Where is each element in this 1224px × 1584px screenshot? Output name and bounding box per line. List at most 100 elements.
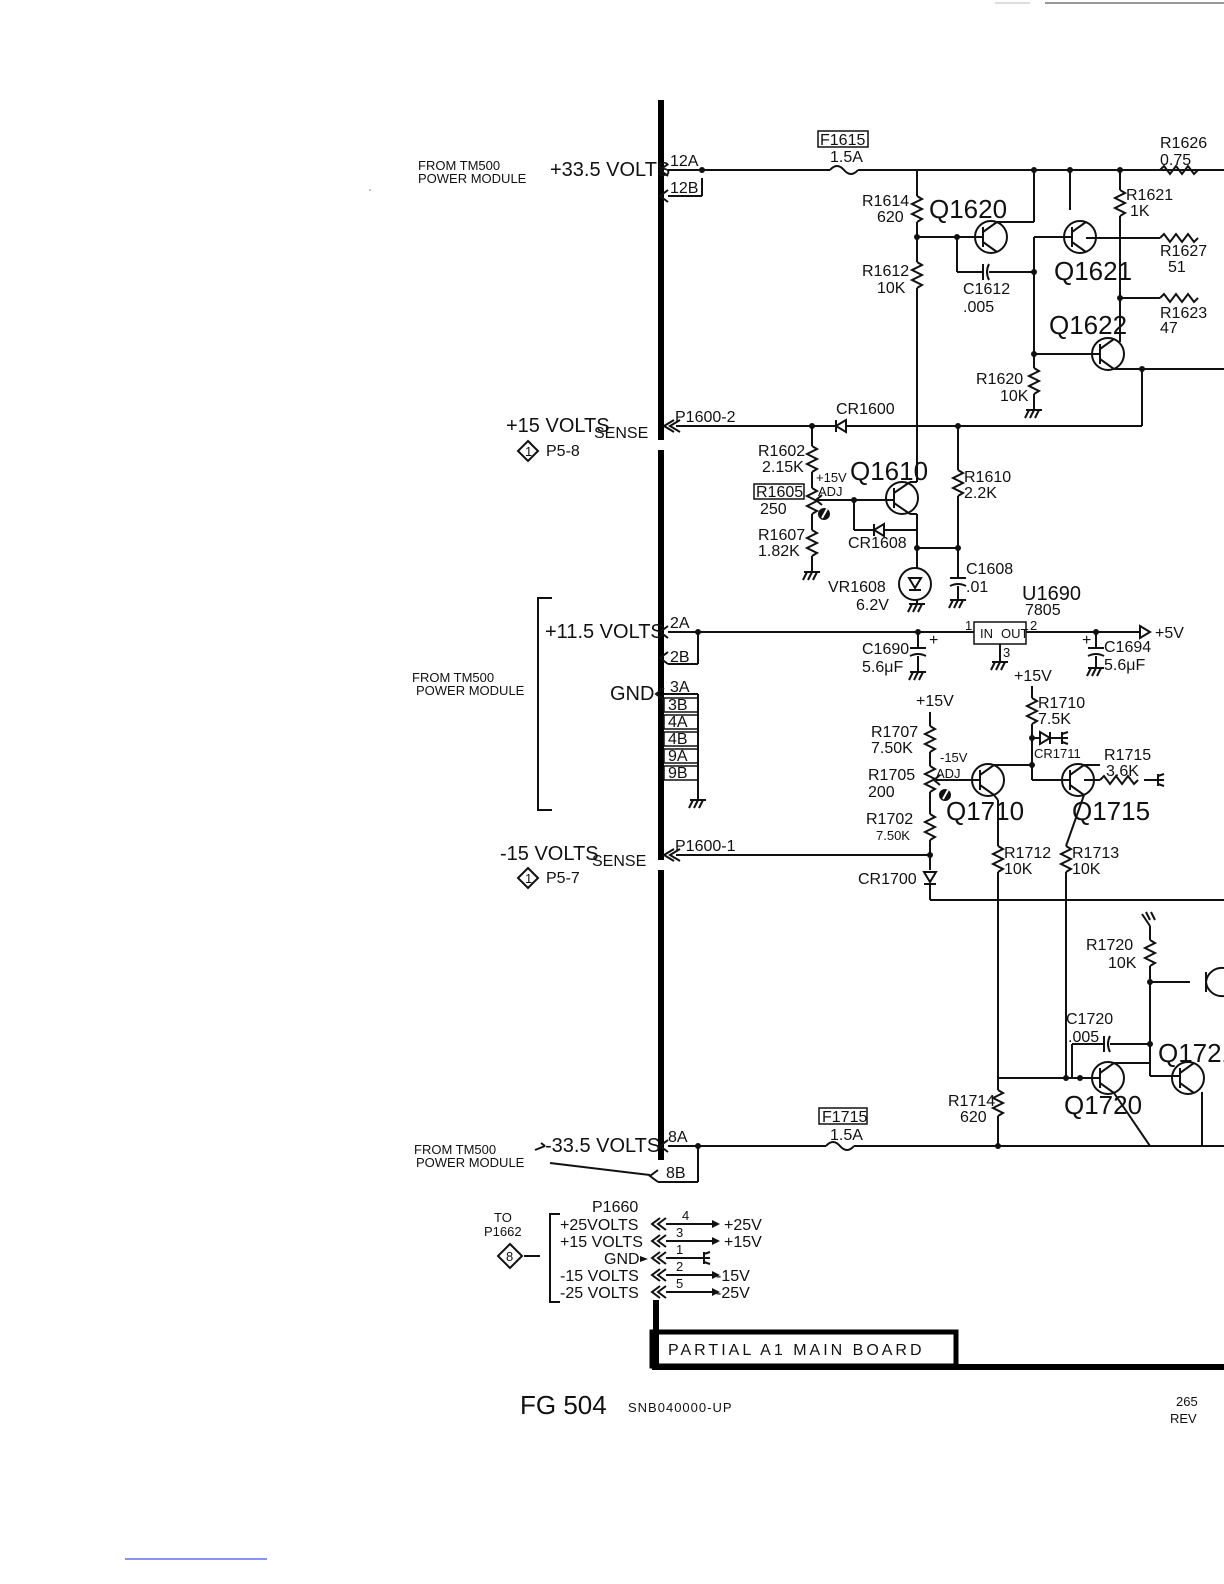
R1614-ref: R1614 [862,193,909,210]
R1627-ref: R1627 [1160,243,1207,260]
C1690-value: 5.6μF [862,659,903,676]
R1707-ref: R1707 [871,724,918,741]
resistor-R1714: R1714 620 [948,1089,1006,1149]
plus33-input: FROM TM500 POWER MODULE +33.5 VOLTS 12A … [418,153,830,203]
Q1710-ref: Q1710 [946,796,1024,826]
R1710-value: 7.5K [1038,711,1071,728]
svg-text:+: + [1082,632,1091,649]
adj-minus15-label-1: -15V [940,750,968,765]
R1714-value: 620 [960,1109,987,1126]
board-label: PARTIAL A1 MAIN BOARD [668,1342,925,1359]
R1626-value: 0.75 [1160,152,1191,169]
transistor-Q1710: Q1710 [946,763,1032,846]
R1602-value: 2.15K [762,459,804,476]
adj-plus15-label-2: ADJ [818,484,843,499]
minus15-sense: -15 VOLTS SENSE 1 P5-7 P1600-1 [500,838,930,890]
rail-minus15-label: -15 VOLTS [500,843,599,865]
R1623-value: 47 [1160,320,1178,337]
U1690-ref: U1690 [1022,583,1081,605]
pin-3A: 3A [670,679,690,696]
minus33-input: FROM TM500 POWER MODULE -33.5 VOLTS 8A 8… [414,1129,826,1183]
R1712-ref: R1712 [1004,845,1051,862]
diode-CR1700: CR1700 [858,871,1224,901]
serial-range: SNB040000-UP [628,1400,733,1415]
p1660-title: P1660 [592,1199,638,1216]
R1610-value: 2.2K [964,485,997,502]
resistor-R1612: R1612 10K [862,261,925,482]
C1690-ref: C1690 [862,641,909,658]
R1626-ref: R1626 [1160,135,1207,152]
rail-plus33-label: +33.5 VOLTS [550,159,670,181]
resistor-R1623: R1623 47 [1117,292,1207,337]
p1660-to-2: P1662 [484,1224,522,1239]
U1690-out: OUT [1001,626,1029,641]
adj-minus15-label-2: ADJ [936,766,961,781]
p1660-row5-pin: 5 [676,1276,683,1291]
C1612-value: .005 [963,299,994,316]
board-outline: PARTIAL A1 MAIN BOARD [649,1329,1224,1370]
R1713-value: 10K [1072,861,1101,878]
diode-CR1711: CR1711 [1032,730,1081,761]
transistor-Q1715: Q1715 [1031,763,1150,847]
zener-VR1608: VR1608 6.2V [828,548,932,614]
R1710-ref: R1710 [1038,695,1085,712]
rail-plus15-ref: P5-8 [546,443,580,460]
resistor-R1712: R1712 10K [990,845,1051,1090]
U1690-pin1: 1 [965,618,972,633]
rail-plus15-label: +15 VOLTS [506,415,610,437]
gnd-pins: GND 3A 3B 4A 4B 9A 9B [610,679,706,809]
connector-bus [653,100,664,1365]
F1715-value: 1.5A [830,1127,863,1144]
pin-4A: 4A [668,714,688,731]
C1720-value: .005 [1068,1029,1099,1046]
resistor-R1710: +15V R1710 7.5K [1014,668,1085,768]
source-label-lower-2: POWER MODULE [416,1155,525,1170]
output-plus5v: +5V [1155,625,1184,642]
resistor-R1707: +15V R1707 7.50K [871,693,954,766]
R1602-ref: R1602 [758,443,805,460]
p1660-row3-pin: 1 [676,1242,683,1257]
transistor-Q1721: Q1721 [1150,1038,1224,1146]
p1660-to-1: TO [494,1210,512,1225]
potentiometer-R1705[interactable]: -15V ADJ R1705 200 [868,750,968,801]
pin-2B: 2B [670,649,690,666]
footer-right-1: 265 [1176,1394,1198,1409]
p1660-row3-label: GND [604,1251,640,1268]
R1720-ref: R1720 [1086,937,1133,954]
pin-8A: 8A [668,1129,688,1146]
diode-CR1608: CR1608 [848,500,920,552]
C1608-value: .01 [966,579,988,596]
R1610-ref: R1610 [964,469,1011,486]
R1720-value: 10K [1108,955,1137,972]
capacitor-C1608: C1608 .01 [948,548,1013,609]
pin-9B: 9B [668,765,688,782]
R1705-ref: R1705 [868,767,915,784]
plus15-sense: +15 VOLTS SENSE 1 P5-8 P1600-2 CR1600 [506,369,1143,463]
R1712-value: 10K [1004,861,1033,878]
R1623-ref: R1623 [1160,305,1207,322]
potentiometer-R1605[interactable]: +15V ADJ R1605 250 [753,470,847,520]
C1694-value: 5.6μF [1104,657,1145,674]
R1607-value: 1.82K [758,543,800,560]
R1612-value: 10K [877,280,906,297]
C1720-ref: C1720 [1066,1011,1113,1028]
supply-plus15-b: +15V [1014,668,1052,685]
Q1622-ref: Q1622 [1049,310,1127,340]
R1705-value: 200 [868,784,895,801]
fuse-F1715: F1715 1.5A [818,1107,1224,1151]
Q1620-ref: Q1620 [929,194,1007,224]
F1615-value: 1.5A [830,149,863,166]
R1714-ref: R1714 [948,1093,995,1110]
supply-plus15-a: +15V [916,693,954,710]
VR1608-value: 6.2V [856,597,889,614]
resistor-R1614: R1614 620 [862,170,925,262]
svg-text:+: + [929,632,938,649]
resistor-R1607: R1607 1.82K [758,514,820,581]
p1660-row5-out: -25V [716,1285,750,1302]
R1707-value: 7.50K [871,740,913,757]
fuse-F1615: F1615 1.5A [817,130,1224,175]
Q1721-ref: Q1721 [1158,1038,1224,1068]
C1694-ref: C1694 [1104,639,1151,656]
resistor-R1715: R1715 3.6K [1084,747,1165,787]
